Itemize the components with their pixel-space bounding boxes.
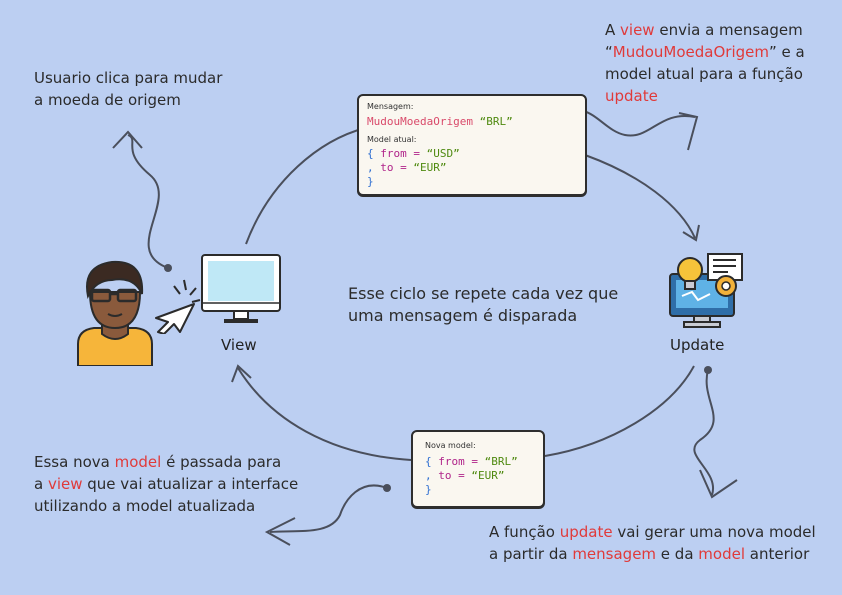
nvs-l2a: “ xyxy=(605,43,613,61)
cycle-caption-line1: Esse ciclo se repete cada vez que xyxy=(348,284,619,303)
new-model-line-to: , to = “EUR” xyxy=(425,469,543,483)
nnm-l1b: é passada para xyxy=(161,453,282,471)
arrowhead-update xyxy=(699,469,738,499)
nu-l2-hl1: mensagem xyxy=(572,545,657,563)
arrowhead-to-view xyxy=(231,364,252,383)
note-user-line1: Usuario clica para mudar xyxy=(34,69,223,87)
cursor-click-icon xyxy=(155,279,201,334)
arrowhead-user xyxy=(112,130,143,149)
brace-close: } xyxy=(367,175,374,188)
brace-open: { xyxy=(367,147,374,160)
nnm-l2-hl: view xyxy=(47,475,83,493)
nu-l1b: vai gerar uma nova model xyxy=(612,523,816,541)
nm-key-from: from xyxy=(438,455,465,468)
new-model-card: Nova model: { from = “BRL” , to = “EUR” … xyxy=(411,430,545,508)
nm-eq-to: = xyxy=(458,469,465,482)
nm-eq-from: = xyxy=(471,455,478,468)
eq-to: = xyxy=(400,161,407,174)
nnm-l1a: Essa nova xyxy=(34,453,115,471)
nu-l2-hl2: model xyxy=(698,545,745,563)
nm-brace-open: { xyxy=(425,455,432,468)
nvs-l1a: A xyxy=(605,21,621,39)
nvs-l2-hl: MudouMoedaOrigem xyxy=(612,43,769,61)
cycle-arc-top-left xyxy=(245,127,366,245)
model-line-from: { from = “USD” xyxy=(367,147,585,161)
arrowhead-new-model xyxy=(264,517,296,546)
cycle-caption: Esse ciclo se repete cada vez que uma me… xyxy=(348,283,618,327)
note-new-model: Essa nova model é passada para a view qu… xyxy=(34,451,298,517)
nm-comma: , xyxy=(425,469,432,482)
nm-val-to: “EUR” xyxy=(471,469,505,482)
new-model-line-from: { from = “BRL” xyxy=(425,455,543,469)
message-line: MudouMoedaOrigem “BRL” xyxy=(367,115,585,129)
nm-brace-close: } xyxy=(425,483,432,496)
note-user-line2: a moeda de origem xyxy=(34,91,181,109)
update-icon xyxy=(669,253,743,328)
cycle-arc-top-right xyxy=(584,154,696,239)
message-label: Mensagem: xyxy=(367,102,414,111)
update-label: Update xyxy=(670,336,725,354)
nu-l1a: A função xyxy=(489,523,560,541)
model-label: Model atual: xyxy=(367,135,417,144)
note-view-sends: A view envia a mensagem “MudouMoedaOrige… xyxy=(605,19,805,107)
arrowhead-card-message xyxy=(678,112,699,151)
key-from: from xyxy=(380,147,407,160)
model-line-to: , to = “EUR” xyxy=(367,161,585,175)
nvs-l2b: ” e a xyxy=(769,43,805,61)
nvs-l4-hl: update xyxy=(605,87,658,105)
monitor-icon xyxy=(201,254,281,323)
val-to: “EUR” xyxy=(413,161,447,174)
curve-user xyxy=(127,134,169,269)
val-from: “USD” xyxy=(426,147,460,160)
message-card: Mensagem: MudouMoedaOrigem “BRL” Model a… xyxy=(357,94,587,196)
nvs-l1b: envia a mensagem xyxy=(654,21,803,39)
view-label: View xyxy=(221,336,257,354)
new-model-label: Nova model: xyxy=(425,441,476,450)
nnm-l2b: que vai atualizar a interface xyxy=(82,475,299,493)
message-name: MudouMoedaOrigem xyxy=(367,115,473,128)
nu-l1-hl: update xyxy=(559,523,613,541)
cycle-arc-bottom-right xyxy=(544,365,695,457)
nnm-l1-hl: model xyxy=(114,453,162,471)
eq-from: = xyxy=(413,147,420,160)
curve-new-model xyxy=(269,484,388,533)
nvs-l1-hl: view xyxy=(620,21,655,39)
user-avatar-icon xyxy=(77,260,153,366)
note-update: A função update vai gerar uma nova model… xyxy=(489,521,816,565)
nu-l2c: anterior xyxy=(745,545,810,563)
nu-l2b: e da xyxy=(656,545,699,563)
arrowhead-to-update xyxy=(682,224,700,242)
curve-update xyxy=(693,369,715,496)
nnm-l2a: a xyxy=(34,475,48,493)
cycle-arc-bottom-left xyxy=(237,367,412,461)
comma: , xyxy=(367,161,374,174)
key-to: to xyxy=(380,161,394,174)
message-arg: “BRL” xyxy=(479,115,513,128)
nnm-l3: utilizando a model atualizada xyxy=(34,497,256,515)
nm-key-to: to xyxy=(438,469,452,482)
note-user-click: Usuario clica para mudar a moeda de orig… xyxy=(34,67,222,111)
nu-l2a: a partir da xyxy=(489,545,573,563)
nm-val-from: “BRL” xyxy=(484,455,518,468)
cycle-caption-line2: uma mensagem é disparada xyxy=(348,306,578,325)
nvs-l3: model atual para a função xyxy=(605,65,803,83)
